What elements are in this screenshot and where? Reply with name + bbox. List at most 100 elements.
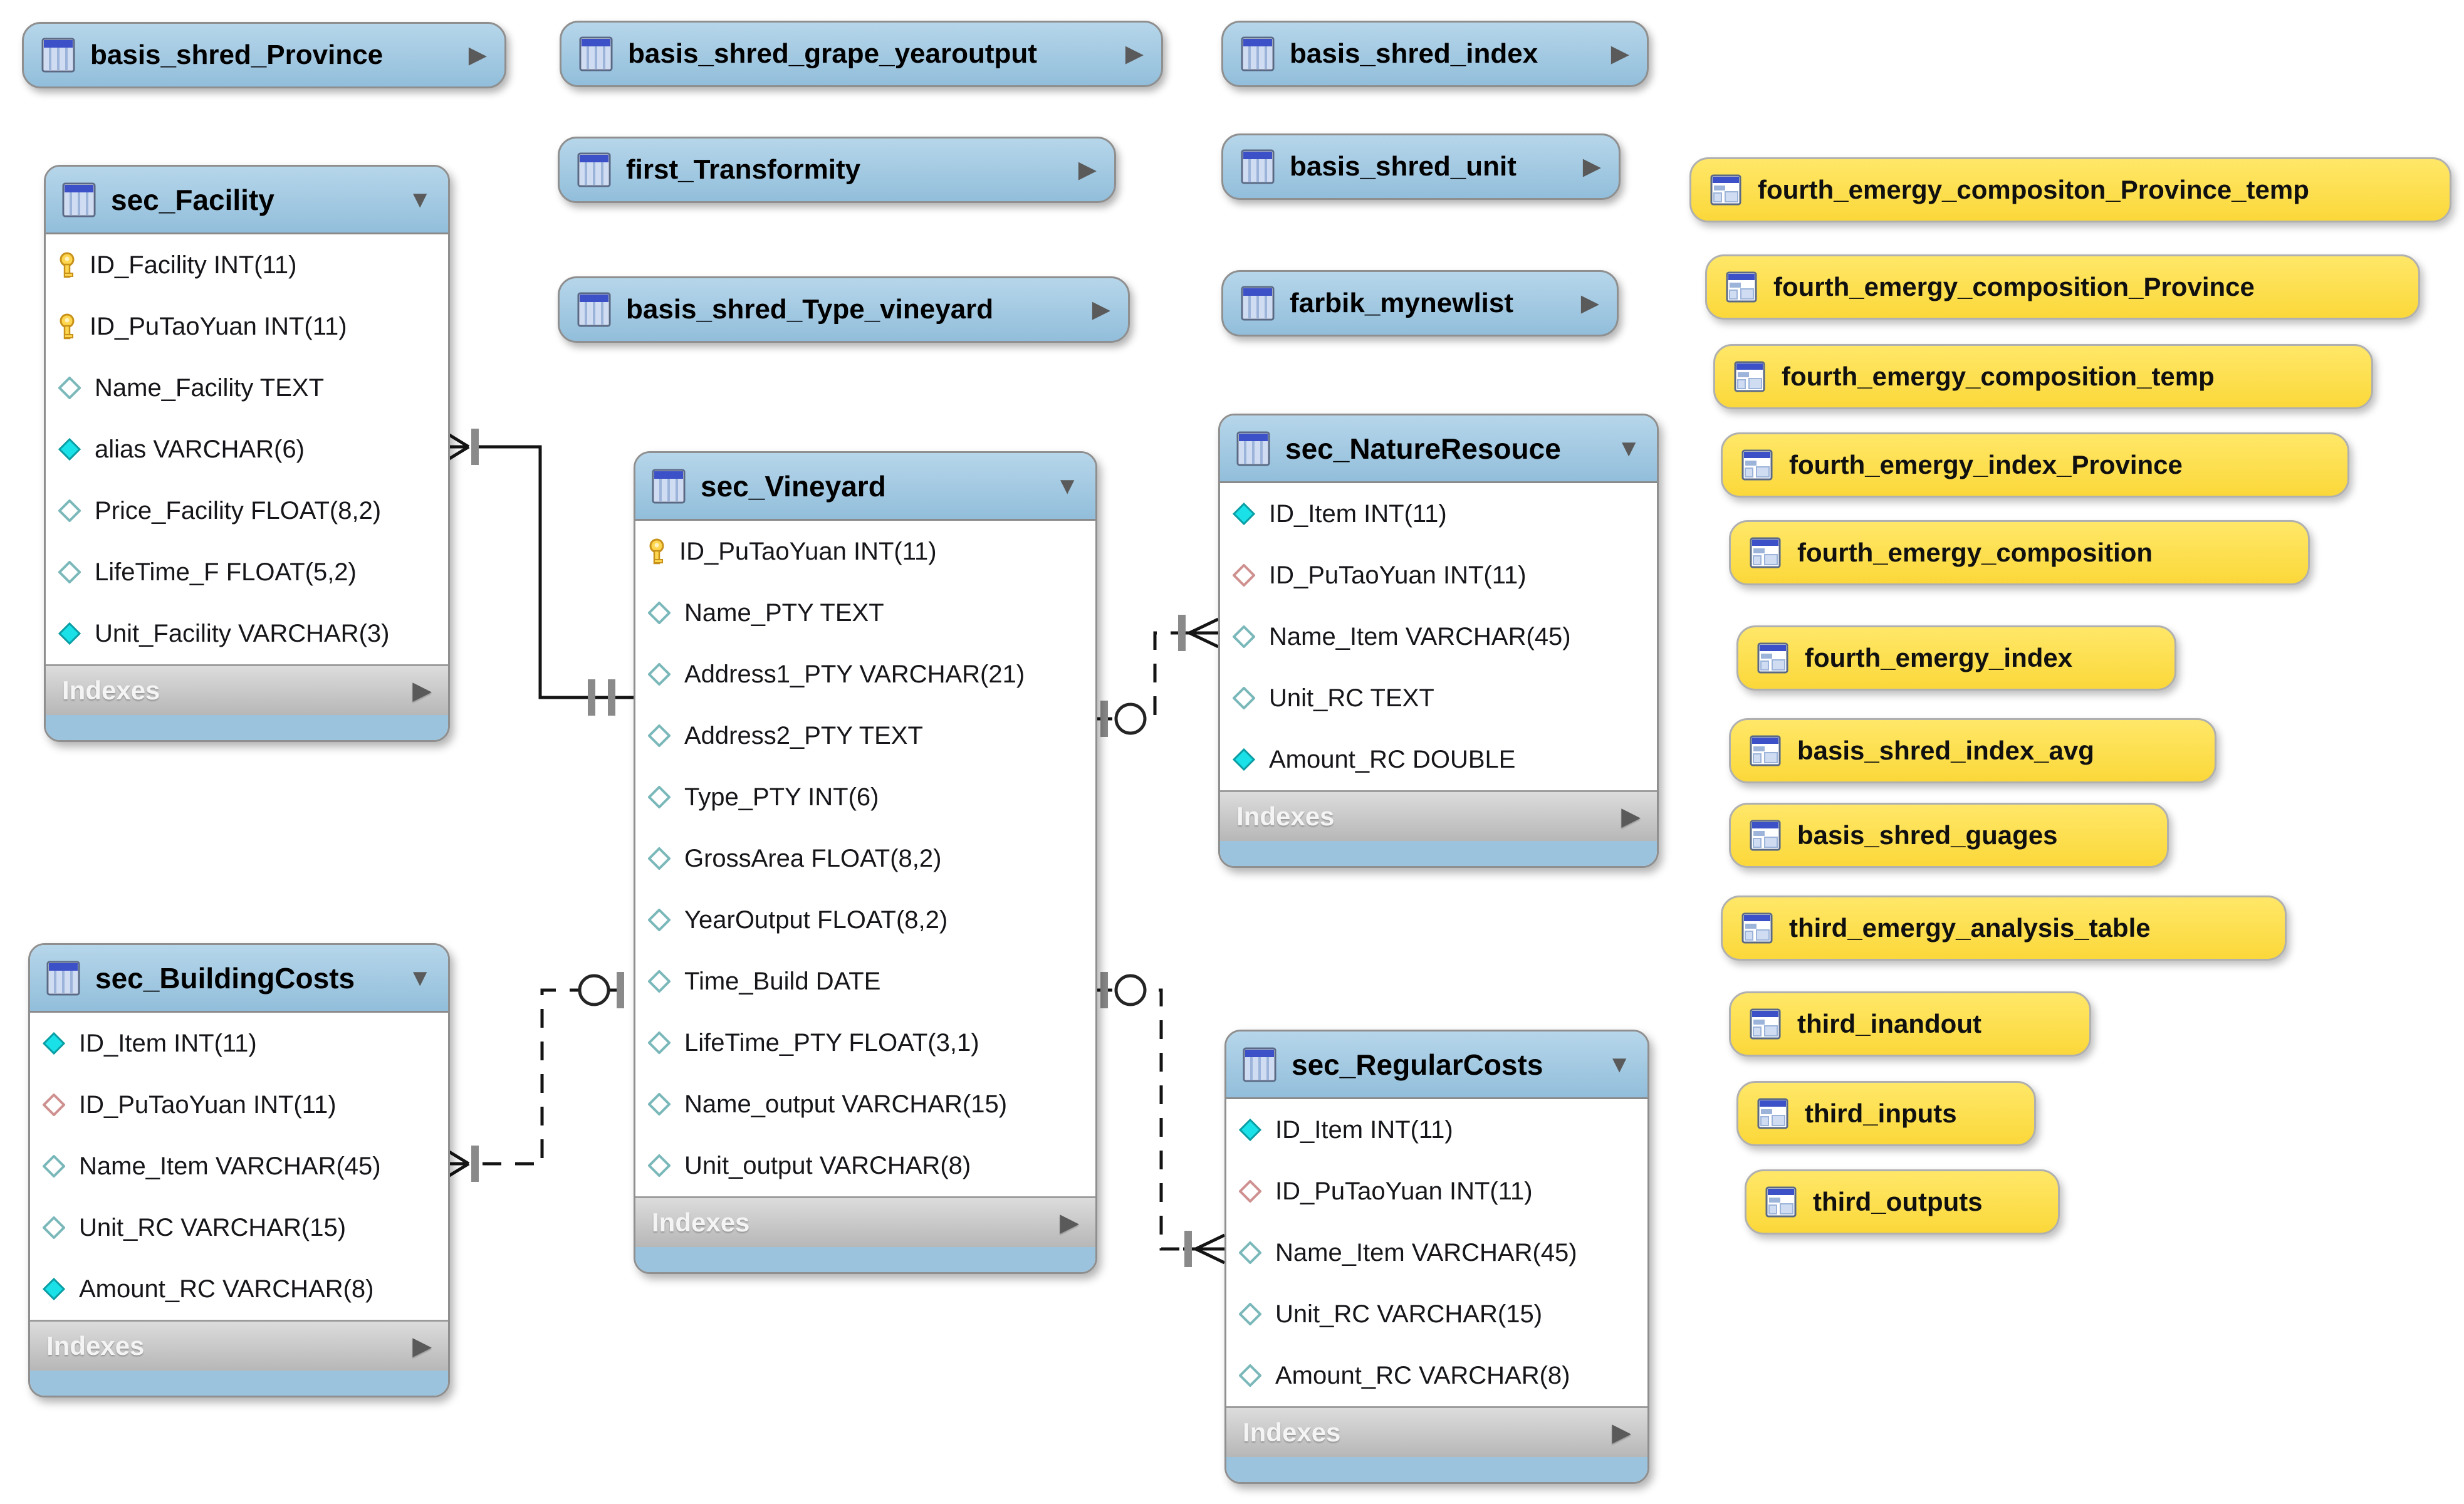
indexes-expand-icon[interactable]: ▶ [1621,803,1641,830]
column-row[interactable]: Address1_PTY VARCHAR(21) [635,644,1095,705]
view-third_emergy_analysis_table[interactable]: third_emergy_analysis_table [1721,896,2287,961]
expand-arrow-icon[interactable]: ▶ [1580,290,1599,316]
table-header[interactable]: sec_NatureResouce ▼ [1220,415,1657,483]
view-third_outputs[interactable]: third_outputs [1745,1169,2060,1235]
column-row[interactable]: ID_PuTaoYuan INT(11) [1220,545,1657,606]
collapse-arrow-icon[interactable]: ▼ [1617,435,1641,462]
table-header[interactable]: sec_Vineyard ▼ [635,453,1095,521]
indexes-section[interactable]: Indexes ▶ [1226,1406,1647,1457]
column-row[interactable]: ID_Item INT(11) [1220,483,1657,545]
column-label: ID_PuTaoYuan INT(11) [79,1090,337,1119]
column-row[interactable]: Type_PTY INT(6) [635,766,1095,828]
view-fourth_emergy_composition[interactable]: fourth_emergy_composition [1729,520,2310,585]
column-label: ID_PuTaoYuan INT(11) [90,312,347,340]
view-icon [1741,912,1773,944]
column-row[interactable]: Name_Item VARCHAR(45) [30,1136,448,1197]
indexes-expand-icon[interactable]: ▶ [1612,1419,1631,1446]
column-row[interactable]: ID_PuTaoYuan INT(11) [635,521,1095,582]
expand-arrow-icon[interactable]: ▶ [1582,154,1601,180]
indexes-section[interactable]: Indexes ▶ [46,664,448,715]
crowsfoot-regularcosts [1194,1233,1226,1265]
collapse-arrow-icon[interactable]: ▼ [1055,473,1079,499]
collapsed-table-basis_shred_Province[interactable]: basis_shred_Province ▶ [22,22,506,88]
column-row[interactable]: Unit_output VARCHAR(8) [635,1135,1095,1196]
column-row[interactable]: Name_Facility TEXT [46,357,448,419]
expand-arrow-icon[interactable]: ▶ [468,42,487,68]
column-row[interactable]: Name_Item VARCHAR(45) [1220,606,1657,667]
column-row[interactable]: Unit_RC TEXT [1220,667,1657,729]
collapse-arrow-icon[interactable]: ▼ [1607,1051,1631,1078]
column-row[interactable]: ID_Item INT(11) [30,1013,448,1074]
collapsed-table-basis_shred_unit[interactable]: basis_shred_unit ▶ [1221,133,1621,200]
column-row[interactable]: Name_PTY TEXT [635,582,1095,644]
expand-arrow-icon[interactable]: ▶ [1078,157,1097,183]
table-header[interactable]: sec_RegularCosts ▼ [1226,1031,1647,1099]
collapsed-table-basis_shred_index[interactable]: basis_shred_index ▶ [1221,21,1649,87]
column-row[interactable]: Amount_RC VARCHAR(8) [30,1258,448,1320]
expand-arrow-icon[interactable]: ▶ [1610,41,1629,67]
table-icon [652,469,686,504]
column-row[interactable]: Unit_RC VARCHAR(15) [30,1197,448,1258]
view-fourth_emergy_compositon_Province_temp[interactable]: fourth_emergy_compositon_Province_temp [1689,157,2451,222]
indexes-section[interactable]: Indexes ▶ [635,1196,1095,1247]
column-row[interactable]: Name_Item VARCHAR(45) [1226,1222,1647,1283]
column-row[interactable]: Price_Facility FLOAT(8,2) [46,480,448,541]
column-row[interactable]: Amount_RC DOUBLE [1220,729,1657,790]
column-row[interactable]: LifeTime_F FLOAT(5,2) [46,541,448,603]
table-sec_RegularCosts[interactable]: sec_RegularCosts ▼ ID_Item INT(11) ID_Pu… [1224,1030,1649,1484]
column-row[interactable]: Time_Build DATE [635,951,1095,1012]
table-sec_NatureResouce[interactable]: sec_NatureResouce ▼ ID_Item INT(11) ID_P… [1218,414,1659,868]
column-row[interactable]: Unit_Facility VARCHAR(3) [46,603,448,664]
column-row[interactable]: ID_Item INT(11) [1226,1099,1647,1161]
column-row[interactable]: Address2_PTY TEXT [635,705,1095,766]
column-row[interactable]: LifeTime_PTY FLOAT(3,1) [635,1012,1095,1073]
indexes-section[interactable]: Indexes ▶ [1220,790,1657,841]
collapsed-table-farbik_mynewlist[interactable]: farbik_mynewlist ▶ [1221,270,1619,337]
view-basis_shred_guages[interactable]: basis_shred_guages [1729,803,2169,868]
rel-facility-vineyard-line[interactable] [476,445,634,699]
column-row[interactable]: ID_PuTaoYuan INT(11) [46,296,448,357]
view-fourth_emergy_index_Province[interactable]: fourth_emergy_index_Province [1721,432,2349,498]
rel-vineyard-regularcosts-line[interactable] [1094,988,1183,1251]
column-row[interactable]: Name_output VARCHAR(15) [635,1073,1095,1135]
column-row[interactable]: YearOutput FLOAT(8,2) [635,889,1095,951]
indexes-label: Indexes [62,676,160,705]
rel-vineyard-natureresouce-line[interactable] [1094,631,1177,721]
view-third_inandout[interactable]: third_inandout [1729,991,2091,1057]
view-fourth_emergy_index[interactable]: fourth_emergy_index [1736,625,2176,691]
table-sec_Facility[interactable]: sec_Facility ▼ ID_Facility INT(11) ID_Pu… [44,165,450,742]
indexes-expand-icon[interactable]: ▶ [1060,1209,1079,1236]
view-fourth_emergy_composition_temp[interactable]: fourth_emergy_composition_temp [1713,344,2373,409]
table-title: sec_Facility [111,183,274,216]
expand-arrow-icon[interactable]: ▶ [1125,41,1144,67]
indexes-expand-icon[interactable]: ▶ [412,1332,432,1360]
indexes-expand-icon[interactable]: ▶ [412,677,432,704]
table-header[interactable]: sec_Facility ▼ [46,167,448,234]
column-row[interactable]: ID_PuTaoYuan INT(11) [1226,1161,1647,1222]
collapse-arrow-icon[interactable]: ▼ [408,186,432,213]
view-basis_shred_index_avg[interactable]: basis_shred_index_avg [1729,718,2216,783]
table-sec_Vineyard[interactable]: sec_Vineyard ▼ ID_PuTaoYuan INT(11) Name… [634,451,1097,1274]
column-row[interactable]: ID_PuTaoYuan INT(11) [30,1074,448,1136]
expand-arrow-icon[interactable]: ▶ [1092,296,1110,323]
collapsed-table-label: basis_shred_Province [90,39,384,70]
column-label: ID_Item INT(11) [1275,1115,1453,1144]
table-header[interactable]: sec_BuildingCosts ▼ [30,945,448,1013]
column-row[interactable]: GrossArea FLOAT(8,2) [635,828,1095,889]
column-row[interactable]: ID_Facility INT(11) [46,234,448,296]
column-row[interactable]: Unit_RC VARCHAR(15) [1226,1283,1647,1345]
indexes-section[interactable]: Indexes ▶ [30,1320,448,1371]
rel-buildingcosts-vineyard-line[interactable] [483,988,634,1166]
collapse-arrow-icon[interactable]: ▼ [408,964,432,991]
collapsed-table-basis_shred_grape_yearoutput[interactable]: basis_shred_grape_yearoutput ▶ [560,21,1163,87]
table-bottom-strip [1226,1457,1647,1482]
column-label: Unit_RC VARCHAR(15) [79,1213,347,1241]
column-row[interactable]: alias VARCHAR(6) [46,419,448,480]
collapsed-table-basis_shred_Type_vineyard[interactable]: basis_shred_Type_vineyard ▶ [558,276,1130,343]
table-sec_BuildingCosts[interactable]: sec_BuildingCosts ▼ ID_Item INT(11) ID_P… [28,943,450,1397]
column-label: Amount_RC VARCHAR(8) [1275,1361,1570,1389]
view-third_inputs[interactable]: third_inputs [1736,1081,2036,1146]
column-row[interactable]: Amount_RC VARCHAR(8) [1226,1345,1647,1406]
view-fourth_emergy_composition_Province[interactable]: fourth_emergy_composition_Province [1705,254,2420,320]
collapsed-table-first_Transformity[interactable]: first_Transformity ▶ [558,137,1116,203]
